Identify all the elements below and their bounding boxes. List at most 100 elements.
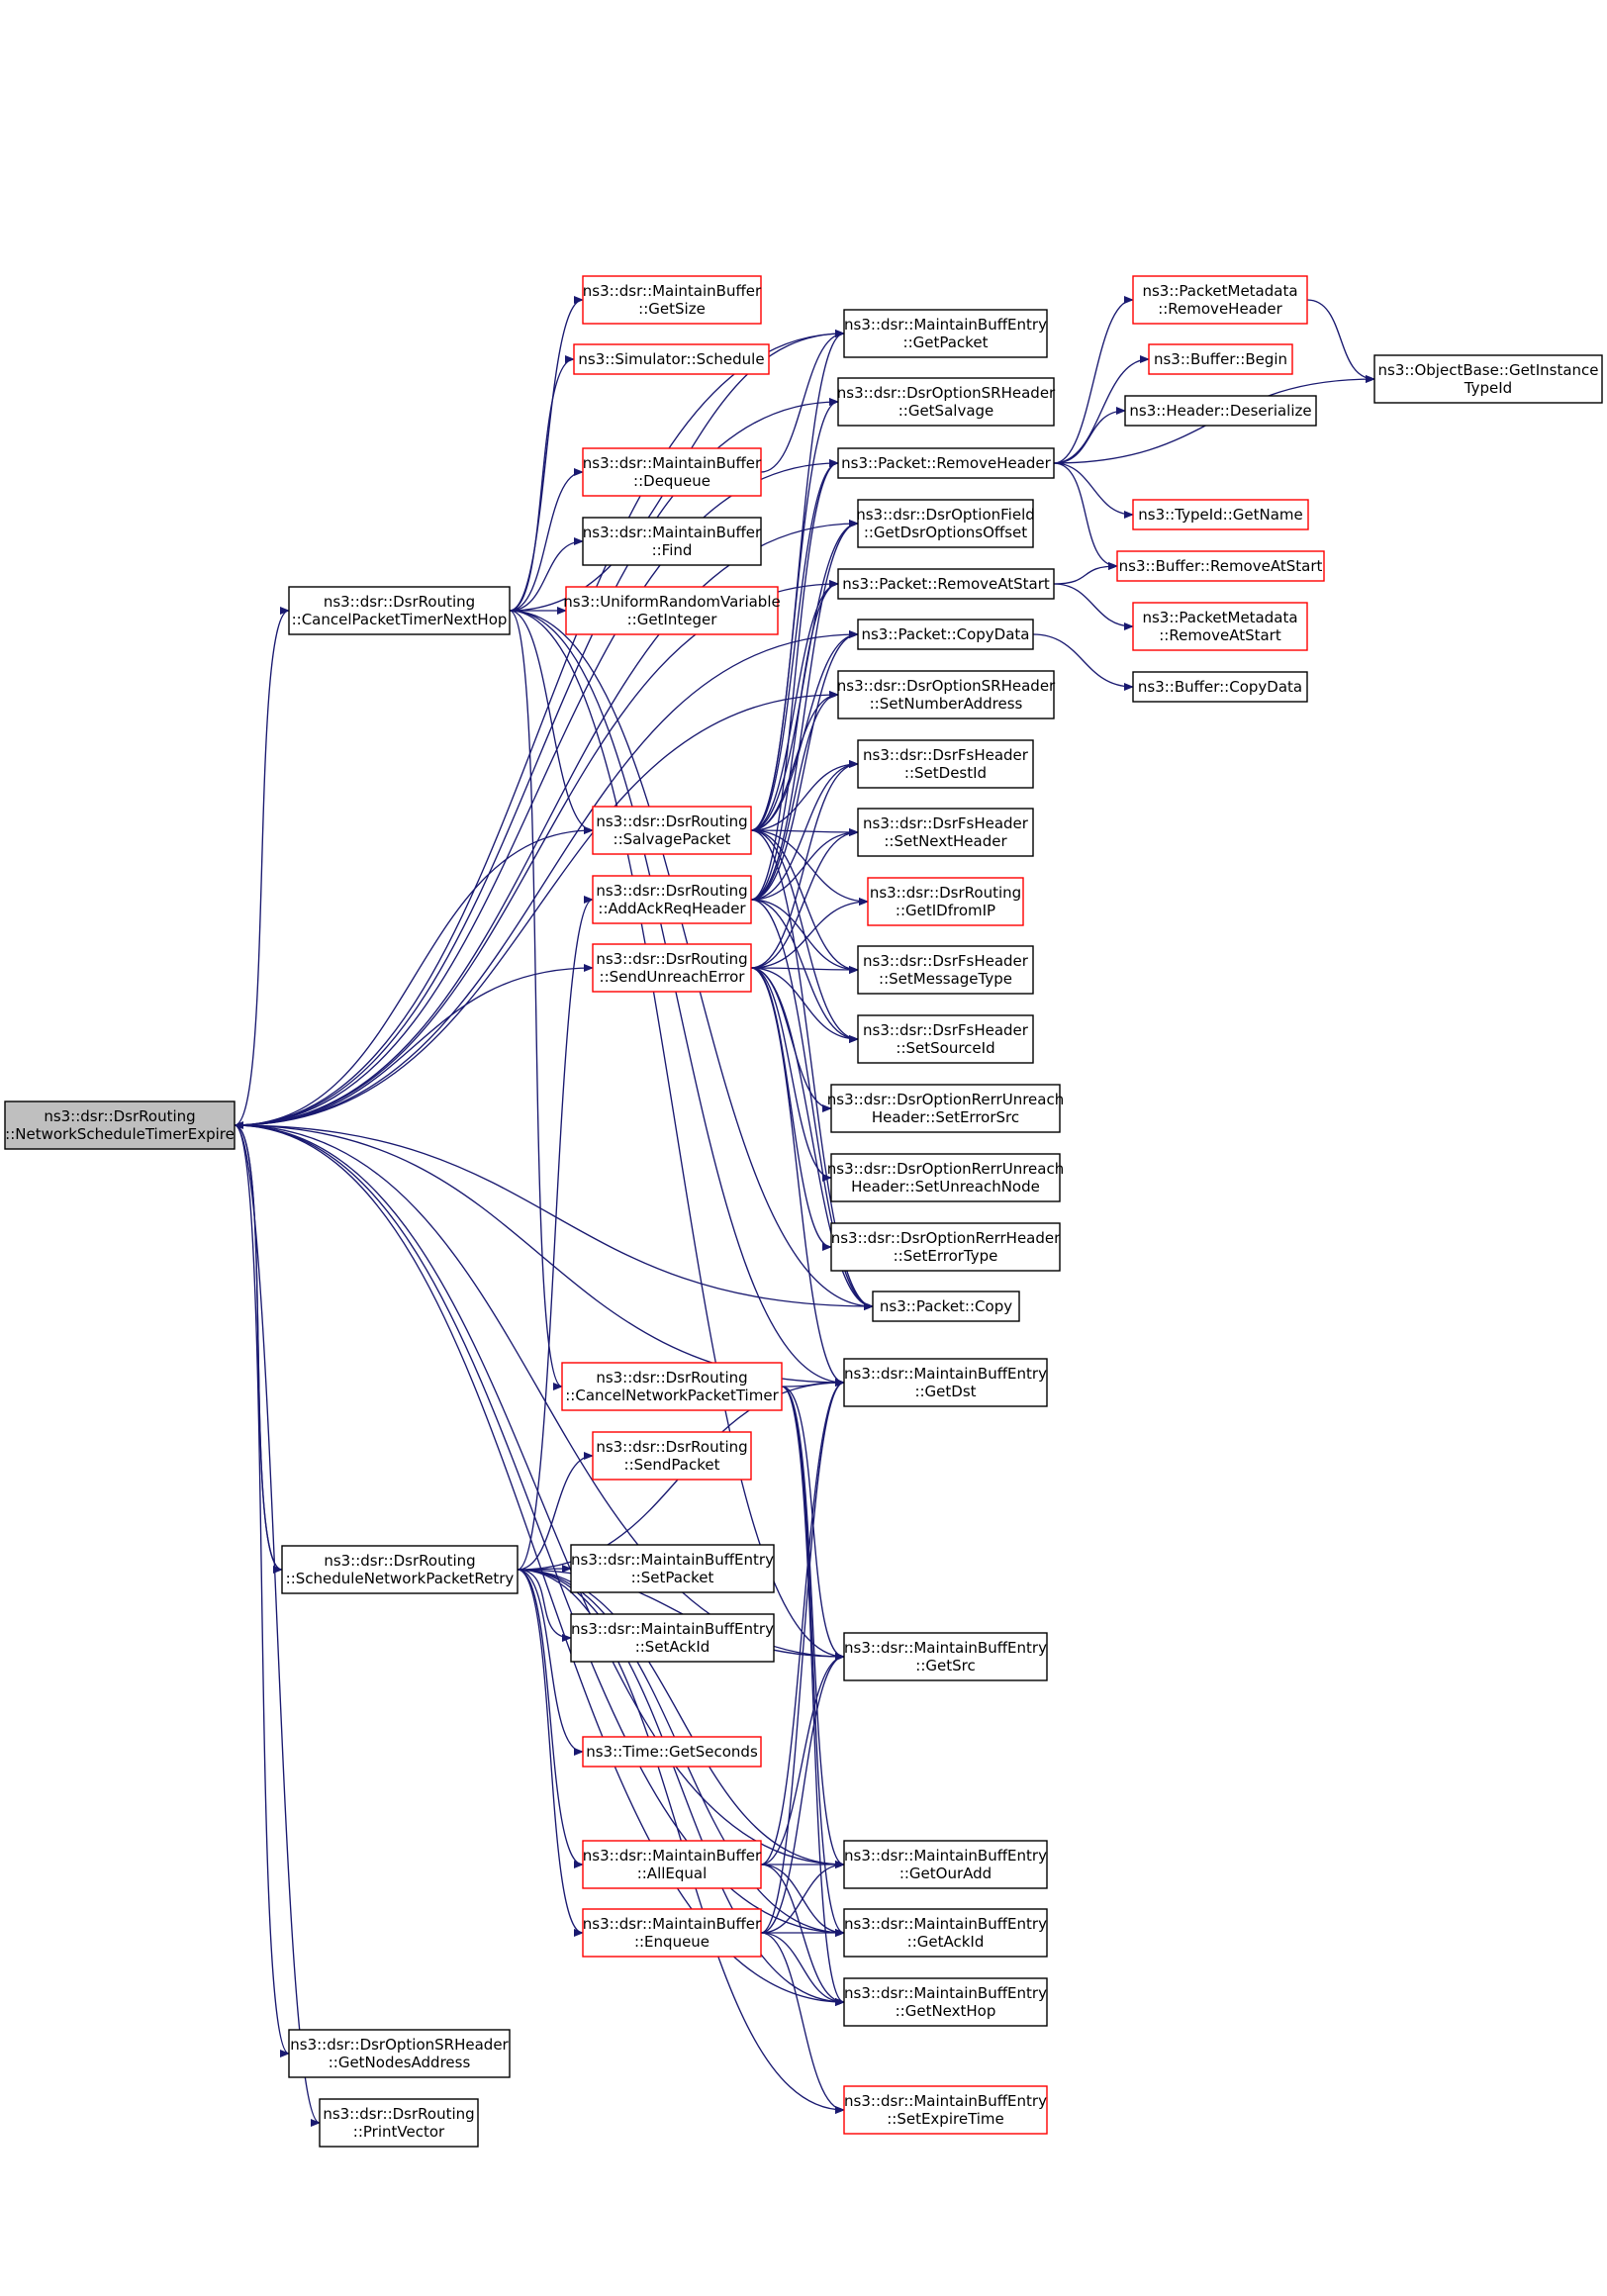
node-label: ns3::dsr::MaintainBuffEntry <box>844 1915 1047 1933</box>
node-label: ::AllEqual <box>637 1865 708 1882</box>
node-box <box>582 275 762 325</box>
node-label: ::GetSize <box>638 300 706 318</box>
node-mbe_getouradd[interactable]: ns3::dsr::MaintainBuffEntry::GetOurAdd <box>843 1840 1048 1889</box>
node-rerr_setsrc[interactable]: ns3::dsr::DsrOptionRerrUnreachHeader::Se… <box>827 1084 1064 1133</box>
edge-mb_allequal-to-mbe_getdst <box>760 1379 845 1866</box>
node-label: ::SetExpireTime <box>887 2110 1004 2128</box>
node-box <box>872 1291 1020 1322</box>
node-mbe_getsrc[interactable]: ns3::dsr::MaintainBuffEntry::GetSrc <box>843 1632 1048 1681</box>
node-label: ::GetInteger <box>627 611 718 628</box>
node-sendunreach[interactable]: ns3::dsr::DsrRouting::SendUnreachError <box>592 943 752 993</box>
node-sr_getsalvage[interactable]: ns3::dsr::DsrOptionSRHeader::GetSalvage <box>837 377 1056 427</box>
node-fs_setnext[interactable]: ns3::dsr::DsrFsHeader::SetNextHeader <box>857 808 1034 857</box>
node-pkt_copy[interactable]: ns3::Packet::Copy <box>872 1291 1020 1322</box>
node-label: ::GetNextHop <box>896 2002 996 2020</box>
node-box <box>592 806 752 855</box>
node-label: ::PrintVector <box>353 2123 445 2141</box>
node-urv[interactable]: ns3::UniformRandomVariable::GetInteger <box>563 586 781 635</box>
node-pm_removeatstart[interactable]: ns3::PacketMetadata::RemoveAtStart <box>1132 602 1308 651</box>
node-salvage[interactable]: ns3::dsr::DsrRouting::SalvagePacket <box>592 806 752 855</box>
node-fs_setsrc[interactable]: ns3::dsr::DsrFsHeader::SetSourceId <box>857 1014 1034 1064</box>
node-addack[interactable]: ns3::dsr::DsrRouting::AddAckReqHeader <box>592 875 752 924</box>
edge-mb_allequal-to-mbe_getsrc <box>760 1653 845 1866</box>
node-label: ::ScheduleNetworkPacketRetry <box>286 1570 515 1587</box>
node-label: ::GetPacket <box>903 334 989 351</box>
node-cnpt[interactable]: ns3::dsr::DsrRouting::CancelNetworkPacke… <box>561 1362 783 1411</box>
node-rerr_setnode[interactable]: ns3::dsr::DsrOptionRerrUnreachHeader::Se… <box>827 1153 1064 1202</box>
node-label: ns3::dsr::MaintainBuffEntry <box>844 1365 1047 1383</box>
node-pkt_removeheader[interactable]: ns3::Packet::RemoveHeader <box>837 447 1055 479</box>
node-box <box>592 1431 752 1481</box>
node-time_getsec[interactable]: ns3::Time::GetSeconds <box>582 1736 762 1768</box>
edge-addack-to-fs_setmsg <box>750 899 859 974</box>
node-label: ns3::Time::GetSeconds <box>586 1743 758 1761</box>
node-label: ::GetSrc <box>915 1657 975 1674</box>
node-mb_allequal[interactable]: ns3::dsr::MaintainBuffer::AllEqual <box>582 1840 762 1889</box>
node-snpr[interactable]: ns3::dsr::DsrRouting::ScheduleNetworkPac… <box>281 1545 519 1594</box>
node-label: ::Enqueue <box>634 1933 709 1951</box>
edge-cptnh-to-sim_sched <box>509 355 575 612</box>
node-mb_deq[interactable]: ns3::dsr::MaintainBuffer::Dequeue <box>582 447 762 497</box>
edge-salvage-to-sr_setnum <box>750 691 839 831</box>
node-mb_getsize[interactable]: ns3::dsr::MaintainBuffer::GetSize <box>582 275 762 325</box>
node-mb_find[interactable]: ns3::dsr::MaintainBuffer::Find <box>582 517 762 566</box>
node-fs_setdest[interactable]: ns3::dsr::DsrFsHeader::SetDestId <box>857 739 1034 789</box>
node-rerr_settype[interactable]: ns3::dsr::DsrOptionRerrHeader::SetErrorT… <box>830 1222 1061 1272</box>
node-pkt_removeatstart[interactable]: ns3::Packet::RemoveAtStart <box>837 568 1055 600</box>
node-mbe_getpacket[interactable]: ns3::dsr::MaintainBuffEntry::GetPacket <box>843 309 1048 358</box>
edge-root-to-pv <box>234 1124 321 2127</box>
node-typeid_getname[interactable]: ns3::TypeId::GetName <box>1132 499 1309 530</box>
node-mbe_getdst[interactable]: ns3::dsr::MaintainBuffEntry::GetDst <box>843 1358 1048 1407</box>
node-box <box>582 1736 762 1768</box>
edge-snpr-to-addack <box>517 896 594 1571</box>
node-buf_copydata[interactable]: ns3::Buffer::CopyData <box>1132 671 1308 703</box>
node-mbe_getnexthop[interactable]: ns3::dsr::MaintainBuffEntry::GetNextHop <box>843 1977 1048 2027</box>
node-label: ns3::Header::Deserialize <box>1129 402 1311 420</box>
node-label: ::SendPacket <box>624 1456 720 1474</box>
node-root[interactable]: ns3::dsr::DsrRouting::NetworkScheduleTim… <box>4 1100 236 1150</box>
node-label: ns3::dsr::DsrFsHeader <box>863 1021 1029 1039</box>
node-mbe_setackid[interactable]: ns3::dsr::MaintainBuffEntry::SetAckId <box>570 1613 775 1663</box>
node-hdr_deser[interactable]: ns3::Header::Deserialize <box>1124 395 1317 427</box>
node-getidfromip[interactable]: ns3::dsr::DsrRouting::GetIDfromIP <box>867 877 1024 926</box>
node-label: ns3::dsr::MaintainBuffEntry <box>844 1639 1047 1657</box>
edge-pkt_removeheader-to-typeid_getname <box>1053 462 1134 519</box>
node-buf_removeatstart[interactable]: ns3::Buffer::RemoveAtStart <box>1116 550 1325 582</box>
edge-mb_deq-to-mbe_getpacket <box>760 330 845 473</box>
node-box <box>843 1840 1048 1889</box>
edge-root-to-mbe_getouradd <box>234 1124 845 1868</box>
node-box <box>592 943 752 993</box>
node-box <box>857 1014 1034 1064</box>
node-of_getoff[interactable]: ns3::dsr::DsrOptionField::GetDsrOptionsO… <box>856 499 1035 548</box>
edge-sendunreach-to-mbe_getdst <box>750 967 845 1387</box>
node-fs_setmsg[interactable]: ns3::dsr::DsrFsHeader::SetMessageType <box>857 945 1034 995</box>
node-sim_sched[interactable]: ns3::Simulator::Schedule <box>573 343 770 375</box>
node-box <box>837 670 1055 719</box>
node-buf_begin[interactable]: ns3::Buffer::Begin <box>1148 343 1293 375</box>
node-box <box>857 499 1034 548</box>
node-box <box>857 808 1034 857</box>
node-cptnh[interactable]: ns3::dsr::DsrRouting::CancelPacketTimerN… <box>288 586 511 635</box>
node-box <box>857 739 1034 789</box>
node-pkt_copydata[interactable]: ns3::Packet::CopyData <box>857 619 1034 650</box>
edge-cptnh-to-mbe_getdst <box>509 610 845 1387</box>
node-sendpacket[interactable]: ns3::dsr::DsrRouting::SendPacket <box>592 1431 752 1481</box>
node-mb_enq[interactable]: ns3::dsr::MaintainBuffer::Enqueue <box>582 1908 762 1958</box>
node-pm_removeheader[interactable]: ns3::PacketMetadata::RemoveHeader <box>1132 275 1308 325</box>
node-sr_setnum[interactable]: ns3::dsr::DsrOptionSRHeader::SetNumberAd… <box>837 670 1056 719</box>
node-mbe_setexpire[interactable]: ns3::dsr::MaintainBuffEntry::SetExpireTi… <box>843 2085 1048 2135</box>
node-label: ns3::Buffer::CopyData <box>1138 678 1302 696</box>
node-label: ns3::dsr::DsrFsHeader <box>863 952 1029 970</box>
node-mbe_getackid[interactable]: ns3::dsr::MaintainBuffEntry::GetAckId <box>843 1908 1048 1958</box>
node-pv[interactable]: ns3::dsr::DsrRouting::PrintVector <box>319 2098 479 2148</box>
edge-snpr-to-mbe_getnexthop <box>517 1569 845 2006</box>
node-label: ns3::dsr::MaintainBuffEntry <box>571 1620 774 1638</box>
node-box <box>843 1977 1048 2027</box>
edge-pkt_removeheader-to-buf_removeatstart <box>1053 462 1118 570</box>
node-mbe_setpacket[interactable]: ns3::dsr::MaintainBuffEntry::SetPacket <box>570 1544 775 1593</box>
edge-salvage-to-getidfromip <box>750 829 869 906</box>
node-gna[interactable]: ns3::dsr::DsrOptionSRHeader::GetNodesAdd… <box>288 2029 511 2078</box>
edge-snpr-to-mb_enq <box>517 1569 584 1937</box>
node-box <box>843 1632 1048 1681</box>
